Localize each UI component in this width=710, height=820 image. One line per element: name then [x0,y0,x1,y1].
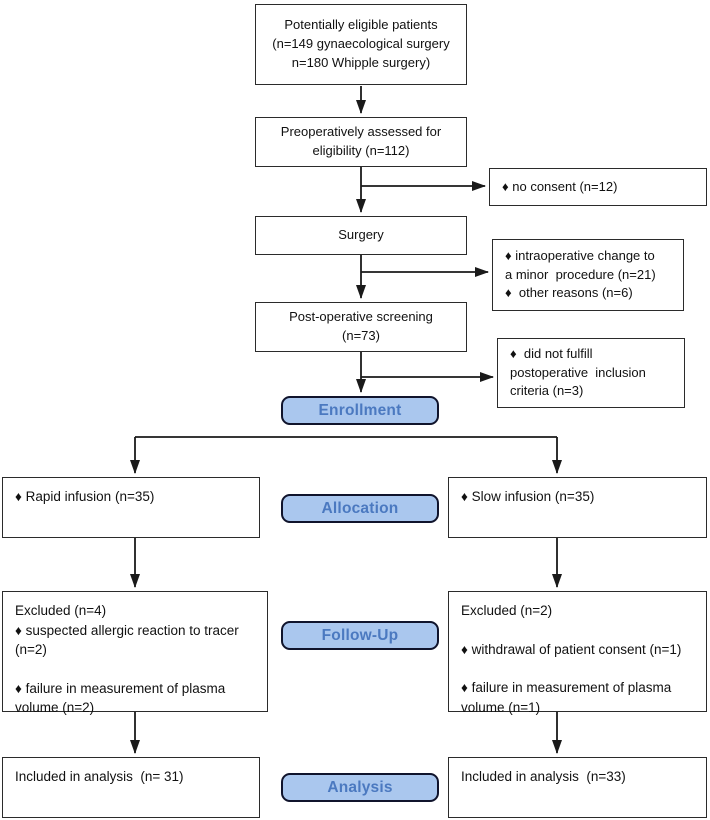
box-text-line: Surgery [338,227,384,243]
box-included-analysis-rapid: Included in analysis (n= 31) [2,757,260,818]
box-excluded-rapid: Excluded (n=4) ♦ suspected allergic reac… [2,591,268,715]
box-text-line: a minor procedure (n=21) [505,266,656,282]
box-text-line [15,660,259,679]
box-no-consent: ♦ no consent (n=12) [489,168,707,206]
box-potentially-eligible: Potentially eligible patients (n=149 gyn… [255,4,467,85]
box-text-line: eligibility (n=112) [312,143,410,158]
box-text-line: ♦ withdrawal of patient consent (n=1) [461,641,682,657]
box-postoperative-screening: Post-operative screening (n=73) [255,302,467,352]
box-did-not-fulfill-criteria: ♦ did not fulfill postoperative inclusio… [497,338,685,408]
box-text-line: criteria (n=3) [510,383,584,399]
box-text-line [461,621,698,640]
box-slow-infusion: ♦ Slow infusion (n=35) [448,477,707,538]
box-text-line: Post-operative screening [289,309,433,325]
box-preoperatively-assessed: Preoperatively assessed for eligibility … [255,117,467,167]
box-text-line: ♦ failure in measurement of plasma [461,680,672,696]
box-rapid-infusion: ♦ Rapid infusion (n=35) [2,477,260,538]
box-text-line: Excluded (n=2) [461,603,553,618]
box-text-line: ♦ intraoperative change to [505,247,655,263]
box-text-line: (n=2) [15,642,47,658]
box-text-line: ♦ failure in measurement of plasma [15,680,226,696]
box-text-line: volume (n=1) [461,700,541,715]
box-text-line: ♦ other reasons (n=6) [505,285,633,301]
box-surgery: Surgery [255,216,467,255]
box-text-line: postoperative inclusion [510,364,646,380]
box-text-line: Included in analysis (n= 31) [15,769,184,784]
stage-label-followup: Follow-Up [281,621,439,650]
box-text-line: Preoperatively assessed for [280,124,442,140]
box-text-line: volume (n=2) [15,700,95,716]
box-intraoperative-change: ♦ intraoperative change to a minor proce… [492,239,684,311]
box-text-line: (n=149 gynaecological surgery [272,36,450,52]
box-text-line: ♦ Slow infusion (n=35) [461,489,595,504]
box-text-line: Potentially eligible patients [284,17,438,33]
box-text-line: ♦ did not fulfill [510,345,593,361]
box-included-analysis-slow: Included in analysis (n=33) [448,757,707,818]
box-text-line: (n=73) [342,328,380,343]
stage-label-analysis: Analysis [281,773,439,802]
box-text-line [461,659,698,678]
box-text-line: ♦ Rapid infusion (n=35) [15,489,155,504]
box-text-line: Included in analysis (n=33) [461,769,626,784]
stage-label-allocation: Allocation [281,494,439,523]
box-text-line: ♦ suspected allergic reaction to tracer [15,622,239,638]
box-text-line: n=180 Whipple surgery) [291,54,431,70]
box-text-line: Excluded (n=4) [15,603,107,618]
box-text-line: ♦ no consent (n=12) [502,178,618,194]
stage-label-enrollment: Enrollment [281,396,439,425]
box-excluded-slow: Excluded (n=2) ♦ withdrawal of patient c… [448,591,707,715]
